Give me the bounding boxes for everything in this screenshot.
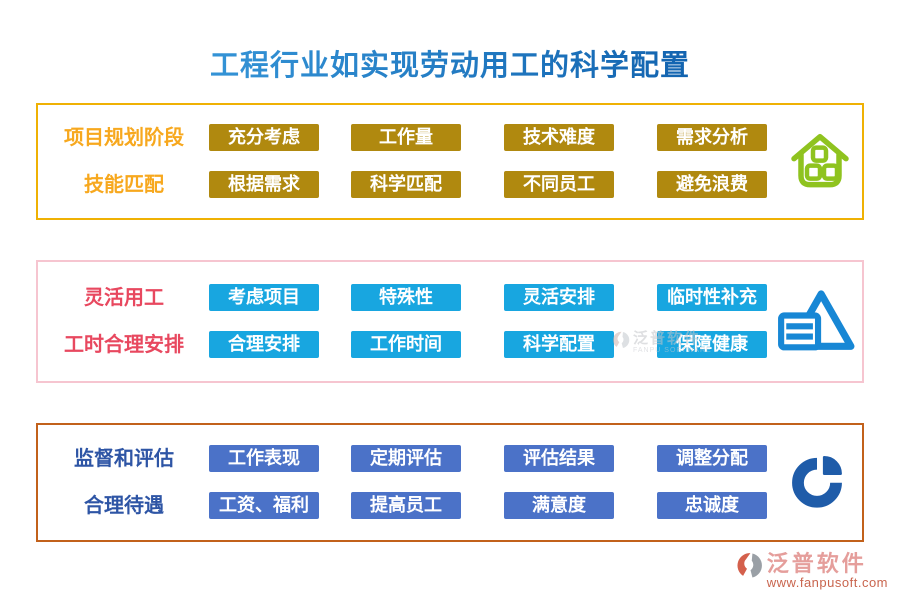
keyword-tag[interactable]: 评估结果 [504,445,614,472]
row-label-fair-treatment: 合理待遇 [84,495,164,517]
pie-chart-icon [792,455,842,508]
row-label-supervision-evaluation: 监督和评估 [74,448,174,470]
keyword-tag[interactable]: 充分考虑 [209,124,319,151]
brand-url[interactable]: www.fanpusoft.com [766,575,888,590]
page-title: 工程行业如实现劳动用工的科学配置 [0,42,900,84]
footer-brand: 泛普软件 www.fanpusoft.com [736,552,888,590]
keyword-tag[interactable]: 需求分析 [657,124,767,151]
row-fair-treatment: 合理待遇 工资、福利 提高员工 满意度 忠诚度 [38,492,862,520]
house-icon [791,133,849,187]
keyword-tag[interactable]: 考虑项目 [209,284,319,311]
keyword-tag[interactable]: 工作时间 [351,331,461,358]
section-flexible-employment: 灵活用工 考虑项目 特殊性 灵活安排 临时性补充 工时合理安排 合理安排 工作时… [36,260,864,383]
row-supervision-evaluation: 监督和评估 工作表现 定期评估 评估结果 调整分配 [38,445,862,473]
row-working-hours: 工时合理安排 合理安排 工作时间 科学配置 保障健康 [38,331,862,359]
section-supervision-evaluation: 监督和评估 工作表现 定期评估 评估结果 调整分配 合理待遇 工资、福利 提高员… [36,423,864,542]
keyword-tag[interactable]: 工作表现 [209,445,319,472]
section-project-planning: 项目规划阶段 充分考虑 工作量 技术难度 需求分析 技能匹配 根据需求 科学匹配… [36,103,864,220]
keyword-tag[interactable]: 临时性补充 [657,284,767,311]
keyword-tag[interactable]: 忠诚度 [657,492,767,519]
row-label-skill-matching: 技能匹配 [84,174,164,196]
keyword-tag[interactable]: 避免浪费 [657,171,767,198]
keyword-tag[interactable]: 工资、福利 [209,492,319,519]
pyramid-chart-icon [778,289,855,350]
keyword-tag[interactable]: 技术难度 [504,124,614,151]
keyword-tag[interactable]: 工作量 [351,124,461,151]
row-label-flexible-employment: 灵活用工 [84,287,164,309]
keyword-tag[interactable]: 灵活安排 [504,284,614,311]
keyword-tag[interactable]: 科学配置 [504,331,614,358]
keyword-tag[interactable]: 科学匹配 [351,171,461,198]
row-skill-matching: 技能匹配 根据需求 科学匹配 不同员工 避免浪费 [38,171,862,199]
keyword-tag[interactable]: 提高员工 [351,492,461,519]
keyword-tag[interactable]: 调整分配 [657,445,767,472]
keyword-tag[interactable]: 特殊性 [351,284,461,311]
keyword-tag[interactable]: 定期评估 [351,445,461,472]
keyword-tag[interactable]: 合理安排 [209,331,319,358]
row-flexible-employment: 灵活用工 考虑项目 特殊性 灵活安排 临时性补充 [38,284,862,312]
fanpu-logo-icon [737,553,762,578]
brand-name: 泛普软件 [766,551,867,576]
row-label-project-planning: 项目规划阶段 [64,127,184,149]
row-project-planning: 项目规划阶段 充分考虑 工作量 技术难度 需求分析 [38,124,862,152]
keyword-tag[interactable]: 满意度 [504,492,614,519]
keyword-tag[interactable]: 根据需求 [209,171,319,198]
keyword-tag[interactable]: 保障健康 [657,331,767,358]
keyword-tag[interactable]: 不同员工 [504,171,614,198]
row-label-working-hours: 工时合理安排 [64,334,184,356]
